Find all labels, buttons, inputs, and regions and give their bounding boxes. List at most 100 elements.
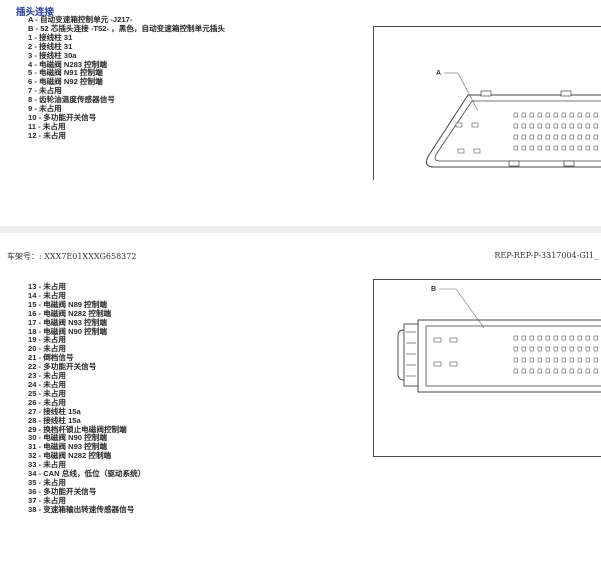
connector-pin — [537, 357, 542, 363]
legend-item: 12 - 未占用 — [28, 130, 66, 140]
connector-pin — [593, 134, 598, 140]
connector-pin — [569, 112, 574, 118]
connector-body-outer — [417, 319, 601, 393]
connector-pin — [593, 123, 598, 129]
connector-pin — [585, 368, 590, 374]
connector-pin — [561, 357, 566, 363]
connector-pin — [553, 346, 558, 352]
connector-pin — [569, 134, 574, 140]
legend-item: 38 - 变速箱输出转速传感器信号 — [28, 504, 135, 514]
connector-pin — [593, 112, 598, 118]
connector-body-inner — [425, 325, 601, 387]
connector-pin — [577, 368, 582, 374]
connector-pin — [529, 112, 534, 118]
legend-item: 9 - 未占用 — [28, 104, 62, 114]
connector-pin — [521, 335, 526, 341]
legend-item: 22 - 多功能开关信号 — [28, 362, 97, 372]
connector-pin — [537, 335, 542, 341]
document-id: REP-REP-P-3317004-GI1_ — [494, 251, 598, 260]
connector-pin — [529, 357, 534, 363]
connector-pin — [521, 357, 526, 363]
legend-list-bottom: 13 - 未占用 14 - 未占用 15 - 电磁阀 N89 控制端 16 - … — [28, 282, 146, 515]
connector-pin — [545, 112, 550, 118]
connector-pin — [553, 134, 558, 140]
connector-pin — [593, 145, 598, 151]
connector-pin — [561, 112, 566, 118]
legend-item: 27 - 接线柱 15a — [28, 406, 81, 416]
connector-pin — [561, 145, 566, 151]
legend-item: 37 - 未占用 — [28, 495, 66, 505]
connector-pin — [561, 368, 566, 374]
connector-pin — [513, 112, 518, 118]
connector-pin — [513, 145, 518, 151]
legend-item: 11 - 未占用 — [28, 121, 66, 131]
connector-pin — [521, 145, 526, 151]
connector-pin — [537, 112, 542, 118]
legend-item: 23 - 未占用 — [28, 371, 66, 381]
callout-line-a — [457, 72, 479, 112]
connector-pin — [529, 335, 534, 341]
connector-pin-large — [433, 337, 442, 343]
pin-grid-b — [433, 335, 598, 374]
connector-pin — [577, 123, 582, 129]
connector-diagram-b: B — [373, 279, 601, 457]
connector-pin — [593, 357, 598, 363]
connector-pin — [585, 145, 590, 151]
legend-item: 15 - 电磁阀 N89 控制端 — [28, 299, 107, 309]
legend-item: 29 - 换档杆锁止电磁阀控制端 — [28, 424, 127, 434]
connector-pin-large — [457, 148, 465, 154]
legend-item: 2 - 接线柱 31 — [28, 41, 73, 51]
locking-ribs — [406, 331, 416, 377]
legend-item: 25 - 未占用 — [28, 388, 66, 398]
connector-pin — [529, 145, 534, 151]
legend-list-top: A - 自动变速箱控制单元 -J217- B - 52 芯插头连接 -T52- … — [28, 15, 225, 141]
connector-pin — [553, 368, 558, 374]
legend-item: 21 - 倒档信号 — [28, 353, 74, 363]
legend-item: 35 - 未占用 — [28, 477, 66, 487]
connector-pin — [545, 357, 550, 363]
connector-pin — [561, 134, 566, 140]
legend-item: 14 - 未占用 — [28, 290, 66, 300]
connector-pin — [513, 346, 518, 352]
legend-item: 8 - 齿轮油温度传感器信号 — [28, 95, 115, 105]
legend-item: 1 - 接线柱 31 — [28, 32, 73, 42]
connector-pin — [569, 346, 574, 352]
legend-item: 10 - 多功能开关信号 — [28, 112, 97, 122]
legend-item: 33 - 未占用 — [28, 460, 66, 470]
connector-diagram-a: A — [373, 26, 601, 180]
legend-item: 26 - 未占用 — [28, 397, 66, 407]
connector-pin — [513, 123, 518, 129]
connector-flange — [403, 323, 419, 387]
connector-pin — [577, 346, 582, 352]
callout-line-b — [455, 288, 485, 329]
connector-pin — [529, 134, 534, 140]
connector-pin-large — [449, 337, 458, 343]
connector-pin — [529, 346, 534, 352]
legend-item: 31 - 电磁阀 N93 控制端 — [28, 442, 107, 452]
connector-pin — [545, 123, 550, 129]
connector-pin — [521, 134, 526, 140]
legend-item: 36 - 多功能开关信号 — [28, 486, 97, 496]
connector-pin — [521, 123, 526, 129]
legend-item: 34 - CAN 总线，低位（驱动系统） — [28, 469, 146, 479]
connector-pin — [593, 335, 598, 341]
connector-pin-large — [433, 361, 442, 367]
legend-item: A - 自动变速箱控制单元 -J217- — [28, 15, 133, 24]
connector-pin — [553, 112, 558, 118]
connector-pin — [569, 335, 574, 341]
legend-item: 32 - 电磁阀 N282 控制端 — [28, 451, 112, 461]
connector-pin — [569, 357, 574, 363]
connector-pin — [585, 123, 590, 129]
connector-pin — [537, 145, 542, 151]
connector-pin-large — [471, 122, 479, 128]
connector-pin — [577, 357, 582, 363]
connector-pin — [537, 123, 542, 129]
connector-pin — [513, 335, 518, 341]
connector-pin — [521, 112, 526, 118]
connector-pin — [577, 134, 582, 140]
connector-pin — [521, 368, 526, 374]
connector-pin — [553, 335, 558, 341]
legend-item: 17 - 电磁阀 N93 控制端 — [28, 317, 107, 327]
connector-pin — [553, 357, 558, 363]
connector-pin — [585, 357, 590, 363]
